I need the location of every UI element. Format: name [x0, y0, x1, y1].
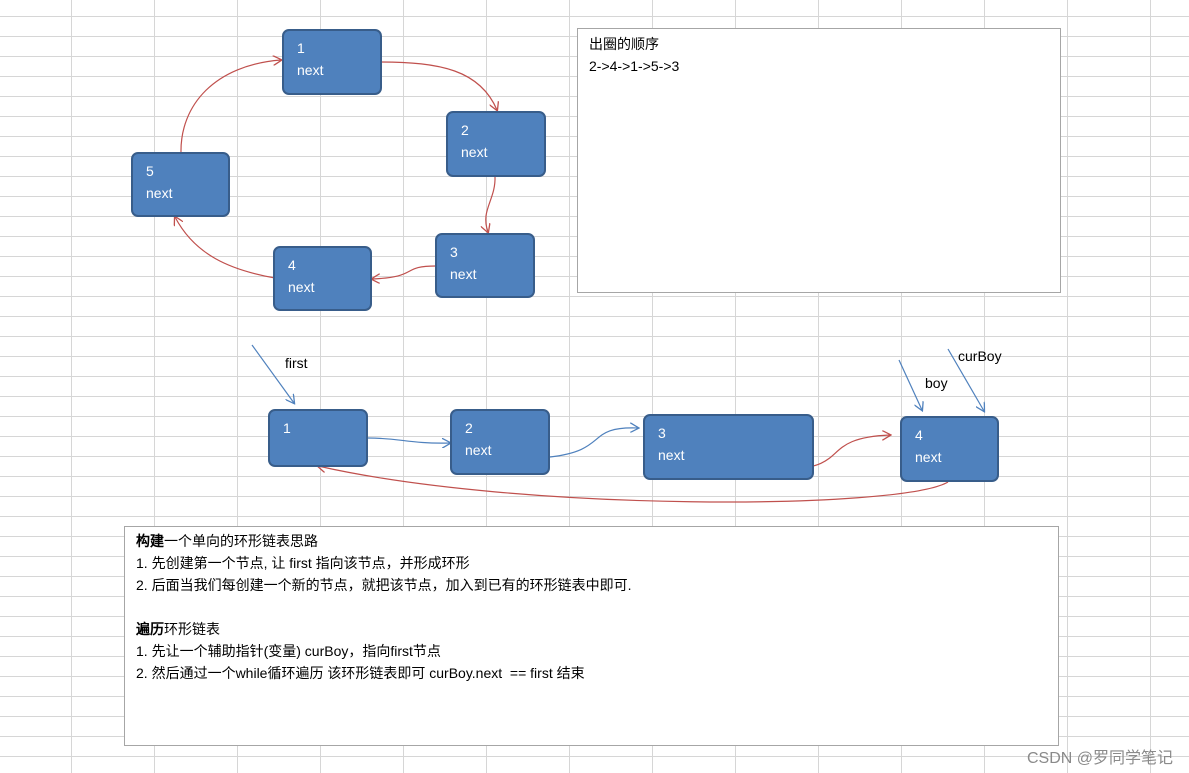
ring-node-2-ptr: next — [461, 144, 488, 160]
list-node-1: 1 — [268, 409, 368, 467]
ring-node-4-ptr: next — [288, 279, 315, 295]
ring-node-4-id: 4 — [288, 257, 296, 273]
first-label: first — [285, 355, 308, 371]
ring-node-2: 2 next — [446, 111, 546, 177]
build-heading-rest: 一个单向的环形链表思路 — [164, 533, 318, 549]
boy-label: boy — [925, 375, 948, 391]
traverse-heading-rest: 环形链表 — [164, 621, 220, 637]
list-node-4: 4 next — [900, 416, 999, 482]
ring-node-3-ptr: next — [450, 266, 477, 282]
traverse-step-2: 2. 然后通过一个while循环遍历 该环形链表即可 curBoy.next =… — [136, 665, 585, 681]
first-pointer-arrow — [251, 344, 294, 403]
list-arrow-2-to-3 — [549, 428, 638, 458]
boy-pointer-arrow — [898, 359, 922, 410]
ring-node-3: 3 next — [435, 233, 535, 298]
list-node-3: 3 next — [643, 414, 814, 480]
ring-node-5: 5 next — [131, 152, 230, 217]
build-heading: 构建一个单向的环形链表思路 — [136, 530, 1058, 552]
list-arrow-4-to-1 — [318, 466, 949, 503]
exit-order-box: 出圈的顺序 2->4->1->5->3 — [577, 28, 1061, 293]
notes-box: 构建一个单向的环形链表思路 1. 先创建第一个节点, 让 first 指向该节点… — [124, 526, 1059, 746]
ring-arrow-2-to-3 — [486, 175, 496, 232]
traverse-heading-bold: 遍历 — [136, 621, 164, 637]
ring-node-5-ptr: next — [146, 185, 173, 201]
ring-arrow-5-to-1 — [180, 60, 281, 154]
list-node-2-ptr: next — [465, 442, 492, 458]
ring-arrow-1-to-2 — [379, 61, 497, 110]
ring-node-1-ptr: next — [297, 62, 324, 78]
list-node-4-ptr: next — [915, 449, 942, 465]
ring-node-5-id: 5 — [146, 163, 154, 179]
build-heading-bold: 构建 — [136, 533, 164, 549]
list-arrow-1-to-2 — [367, 437, 450, 443]
curboy-label: curBoy — [958, 348, 1002, 364]
list-node-2: 2 next — [450, 409, 550, 475]
curboy-pointer-arrow — [947, 348, 984, 411]
ring-node-2-id: 2 — [461, 122, 469, 138]
ring-arrow-4-to-5 — [175, 217, 276, 279]
exit-order-sequence: 2->4->1->5->3 — [589, 58, 680, 74]
build-step-2: 2. 后面当我们每创建一个新的节点，就把该节点，加入到已有的环形链表中即可. — [136, 577, 632, 593]
list-node-3-ptr: next — [658, 447, 685, 463]
traverse-step-1: 1. 先让一个辅助指针(变量) curBoy，指向first节点 — [136, 643, 441, 659]
ring-node-4: 4 next — [273, 246, 372, 311]
notes-spacer — [136, 596, 1058, 618]
list-node-2-id: 2 — [465, 420, 473, 436]
ring-arrow-3-to-4 — [372, 265, 437, 279]
list-node-3-id: 3 — [658, 425, 666, 441]
ring-node-3-id: 3 — [450, 244, 458, 260]
build-step-1: 1. 先创建第一个节点, 让 first 指向该节点，并形成环形 — [136, 555, 470, 571]
traverse-heading: 遍历环形链表 — [136, 618, 1058, 640]
ring-node-1-id: 1 — [297, 40, 305, 56]
csdn-watermark: CSDN @罗同学笔记 — [1026, 750, 1173, 767]
list-node-1-id: 1 — [283, 420, 291, 436]
list-node-4-id: 4 — [915, 427, 923, 443]
exit-order-title: 出圈的顺序 — [589, 36, 659, 52]
ring-node-1: 1 next — [282, 29, 382, 95]
